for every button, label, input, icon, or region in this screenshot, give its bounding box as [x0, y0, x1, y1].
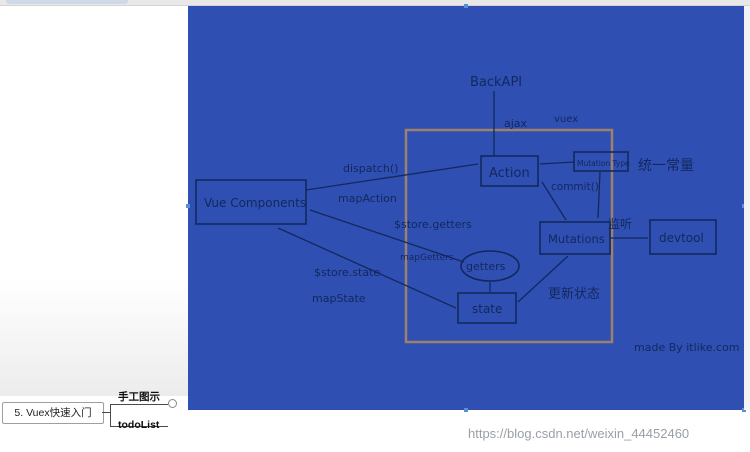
dispatch-arrow [305, 163, 479, 191]
diagram-image[interactable]: vuex BackAPI ajax Action Mutation Type 统… [188, 6, 744, 410]
listen-label: 监听 [608, 217, 632, 231]
map-state-label: mapState [312, 292, 366, 305]
vuex-label: vuex [554, 114, 578, 125]
map-getters-label: mapGetters [400, 253, 454, 263]
mindmap-root-node[interactable]: 5. Vuex快速入门 [2, 402, 104, 424]
resize-handle-left[interactable] [186, 204, 190, 208]
update-state-arrow [517, 255, 569, 303]
commit-label: commit() [551, 181, 599, 193]
mindmap-connector-vertical [110, 404, 111, 426]
update-state-label: 更新状态 [548, 286, 600, 302]
devtool-label: devtool [659, 231, 704, 245]
mindmap-child-manual-diagram[interactable]: 手工图示 [118, 391, 160, 403]
getters-label: getters [466, 260, 506, 273]
getters-components-arrow [309, 209, 465, 263]
mutation-type-mutations-arrow [597, 171, 601, 219]
mutation-type-box [573, 151, 629, 172]
mindmap-connector [102, 412, 110, 413]
mutation-type-action-arrow [539, 161, 575, 165]
window-top-bar [0, 0, 750, 6]
mindmap-connector-bottom [110, 426, 168, 427]
resize-handle-corner[interactable] [742, 408, 746, 412]
mindmap-child-todolist[interactable]: todoList [118, 419, 160, 431]
action-label: Action [489, 166, 530, 181]
dispatch-label: dispatch() [343, 162, 398, 175]
csdn-watermark: https://blog.csdn.net/weixin_44452460 [468, 426, 690, 441]
made-by-label: made By itlike.com [634, 341, 739, 354]
vue-components-box [195, 179, 307, 225]
getters-ellipse [460, 250, 520, 282]
backapi-label: BackAPI [470, 75, 522, 90]
collapse-toggle[interactable] [168, 399, 177, 408]
store-getters-label: $store.getters [394, 218, 472, 231]
map-action-label: mapAction [338, 192, 397, 205]
resize-handle-bottom[interactable] [464, 408, 468, 412]
mutation-type-label: Mutation Type [577, 159, 630, 168]
top-tab[interactable] [6, 0, 128, 4]
resize-handle-top[interactable] [464, 4, 468, 8]
state-box [457, 292, 517, 324]
action-box [480, 155, 539, 187]
devtool-box [649, 219, 717, 255]
commit-arrow [541, 181, 567, 221]
store-state-label: $store.state [314, 266, 380, 279]
vuex-container-box [404, 128, 614, 344]
right-edge-strip [744, 6, 750, 410]
vuex-diagram: vuex BackAPI ajax Action Mutation Type 统… [195, 75, 739, 354]
mindmap-connector-top [110, 404, 168, 405]
state-components-arrow [277, 227, 457, 309]
constant-label: 统一常量 [638, 158, 694, 174]
vue-components-label: Vue Components [204, 196, 306, 210]
left-blank-panel [0, 6, 188, 396]
mutations-label: Mutations [548, 232, 605, 246]
state-label: state [472, 302, 502, 316]
ajax-label: ajax [504, 117, 528, 130]
